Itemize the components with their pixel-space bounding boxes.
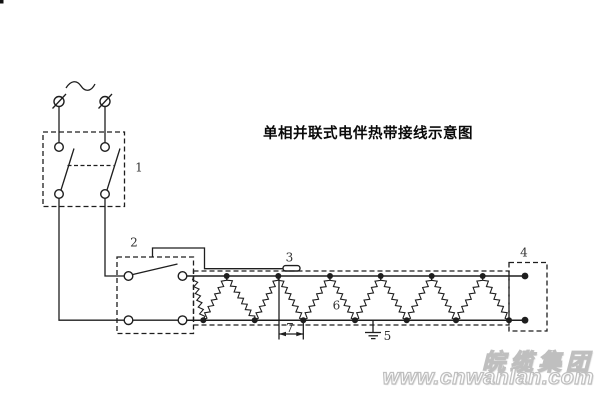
watermark-website: www.cnwanlan.com — [382, 364, 594, 389]
top-junction-dot — [428, 273, 435, 279]
bottom-junction-dot — [352, 317, 358, 324]
ac-power-source — [52, 81, 113, 143]
ground-symbol: 5 — [365, 320, 391, 343]
heating-element-zigzag — [191, 275, 510, 322]
switch-box-outline — [42, 131, 126, 208]
thermostat-box: 2 — [116, 236, 195, 335]
bottom-junction-dot — [300, 317, 307, 324]
thermostat-contact — [177, 315, 188, 326]
temperature-sensor: 3 — [151, 247, 301, 272]
end-box-outline — [508, 261, 548, 332]
label-ground: 5 — [384, 329, 392, 343]
ac-tilde-icon — [65, 81, 96, 91]
switch-contact — [99, 141, 110, 152]
double-pole-switch-box: 1 — [42, 131, 143, 208]
junction-dots — [200, 272, 529, 324]
thermostat-contact — [177, 271, 188, 282]
neutral-run-wire — [58, 198, 125, 321]
terminal-slash-icon — [98, 93, 113, 109]
phase-run-wire — [104, 198, 125, 277]
dimension-arrow-right-icon — [296, 331, 304, 337]
top-junction-dot — [479, 273, 486, 279]
bottom-junction-dot — [403, 317, 410, 324]
thermostat-switch-lever — [132, 263, 178, 276]
corner-artifact — [0, 0, 4, 4]
top-junction-dot — [223, 273, 230, 279]
connecting-wires — [58, 198, 125, 321]
switch-contact — [54, 188, 65, 199]
switch-lever-left — [60, 148, 75, 191]
diagram-title: 单相并联式电伴热带接线示意图 — [263, 126, 473, 142]
label-spacing-dimension: 7 — [286, 321, 294, 335]
end-termination-box: 4 — [508, 246, 548, 332]
top-junction-dot — [275, 273, 282, 279]
terminal-slash-icon — [52, 93, 67, 109]
end-terminal-dot — [521, 316, 529, 324]
label-heating-wire: 6 — [333, 299, 341, 313]
watermark-company: 皖缆集团 — [481, 348, 594, 375]
label-end-termination: 4 — [520, 246, 528, 260]
label-power-switch: 1 — [135, 161, 143, 175]
thermostat-contact — [123, 271, 134, 282]
heat-tracing-band: 6 — [186, 270, 529, 326]
label-temperature-sensor: 3 — [286, 251, 294, 265]
switch-contact — [99, 188, 110, 199]
bottom-junction-dot — [200, 317, 207, 324]
band-jacket-outline — [192, 270, 510, 326]
top-junction-dot — [327, 273, 333, 279]
label-thermostat: 2 — [130, 236, 138, 250]
top-junction-dot — [377, 273, 384, 279]
bottom-junction-dot — [251, 317, 258, 324]
resistance-wire-path — [191, 275, 510, 322]
switch-contact — [54, 141, 65, 152]
end-terminal-dot — [521, 272, 529, 280]
thermostat-contact — [123, 315, 134, 326]
switch-lever-right — [106, 148, 121, 191]
bottom-junction-dot — [453, 317, 459, 324]
pitch-dimension: 7 — [278, 277, 304, 340]
sensor-capillary — [151, 247, 283, 270]
sensor-bulb-icon — [282, 264, 301, 272]
dimension-arrow-left-icon — [279, 331, 286, 337]
